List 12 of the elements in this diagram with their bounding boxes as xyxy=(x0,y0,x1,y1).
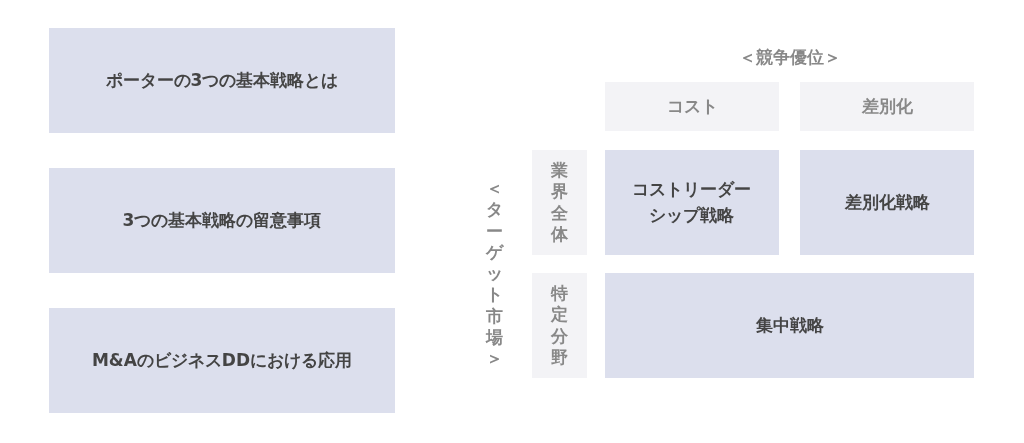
title-box: ポーターの3つの基本戦略とは xyxy=(49,28,395,133)
topic-box: 3つの基本戦略の留意事項 xyxy=(49,168,395,273)
strategy-box: コストリーダーシップ戦略 xyxy=(605,150,779,255)
axis-title: ＜ターゲット市場＞ xyxy=(486,178,504,370)
topic-box: M&AのビジネスDDにおける応用 xyxy=(49,308,395,413)
column-header: 差別化 xyxy=(800,82,974,131)
row-header: 特定分野 xyxy=(532,273,587,378)
axis-title: ＜競争優位＞ xyxy=(739,46,841,69)
row-header: 業界全体 xyxy=(532,150,587,255)
strategy-box: 集中戦略 xyxy=(605,273,974,378)
column-header: コスト xyxy=(605,82,779,131)
strategy-box: 差別化戦略 xyxy=(800,150,974,255)
